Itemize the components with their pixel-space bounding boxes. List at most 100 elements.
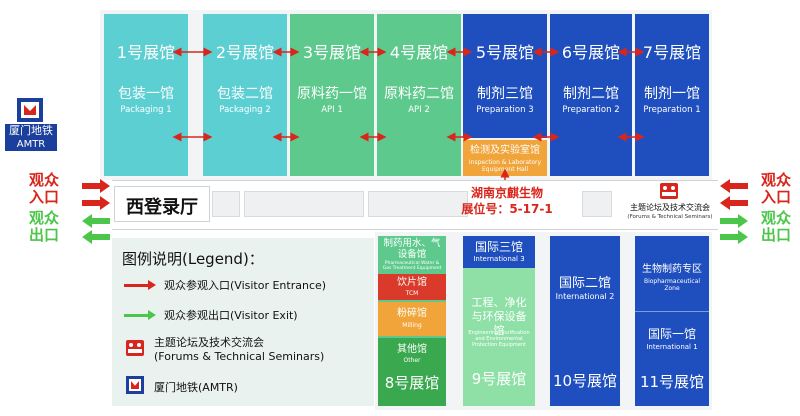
hall-8-water-zone[interactable]: 制药用水、气设备馆 Pharmaceutical Water & Gas Tre… [378,236,446,272]
hall-7-name-en: Preparation 1 [643,105,701,115]
hall-9-intl3-name-en: International 3 [473,255,525,263]
hall-7-name: 制剂一馆 [644,86,700,102]
legend-entrance-arrow [124,284,152,287]
highlight-booth[interactable]: 湖南京麒生物 展位号：5-17-1 [452,186,562,222]
legend-exit-label: 观众参观出口(Visitor Exit) [164,309,298,322]
forum-label-en: (Forums & Technical Seminars) [627,214,713,220]
left-entrance-arrow-1 [82,179,110,193]
hall-4-number: 4号展馆 [389,43,449,62]
hall-5[interactable]: 5号展馆 制剂三馆 Preparation 3 [463,14,547,138]
hall-8-water-name: 制药用水、气设备馆 [383,238,441,260]
hall-11[interactable]: 生物制药专区 Biopharmaceutical Zone 国际一馆 Inter… [635,236,709,406]
hall-8-milling-zone[interactable]: 粉碎馆 Milling [378,302,446,336]
hall-3-number: 3号展馆 [302,43,362,62]
hall-8-tcm-name-en: TCM [405,290,419,297]
hall-11-bio-name-en: Biopharmaceutical Zone [643,278,701,292]
right-entrance-line2: 入口 [760,188,791,206]
hall-10[interactable]: 国际二馆 International 2 10号展馆 [550,236,620,406]
hall-11-bio-zone[interactable]: 生物制药专区 Biopharmaceutical Zone [635,236,709,312]
metro-logo: 厦门地铁 AMTR [5,98,57,154]
hall-8-other-name: 其他馆 [397,344,427,355]
forum-label: 主题论坛及技术交流会 [630,203,710,212]
hall-11-number: 11号展馆 [639,373,705,391]
hall-4[interactable]: 4号展馆 原料药二馆 API 2 [377,14,461,176]
legend-exit-arrow [124,314,152,317]
metro-logo-en: AMTR [5,138,57,151]
hall-11-intl1-name-en: International 1 [646,343,698,351]
hall-9-env-name-en: Engineering, Purification and Environmen… [468,330,530,348]
left-exit-line1: 观众 [28,209,59,227]
registration-corridor [112,180,718,230]
legend-forum-label-en: (Forums & Technical Seminars) [154,350,325,363]
hall-9-env-zone[interactable]: 工程、净化与环保设备馆 Engineering, Purification an… [463,270,535,406]
right-exit-arrow-1 [720,214,748,228]
highlight-booth-number: 展位号：5-17-1 [461,202,553,216]
hall-8[interactable]: 制药用水、气设备馆 Pharmaceutical Water & Gas Tre… [378,236,446,406]
hall-4-name-en: API 2 [408,105,430,115]
hall-8-milling-name: 粉碎馆 [397,308,427,319]
forum-icon [660,183,678,199]
hall-3-name-en: API 1 [321,105,343,115]
hall-4-name: 原料药二馆 [384,86,454,102]
hall-6-number: 6号展馆 [561,43,621,62]
hall-6[interactable]: 6号展馆 制剂二馆 Preparation 2 [550,14,632,176]
hall-8-water-name-en: Pharmaceutical Water & Gas Treatment Equ… [382,261,442,271]
legend-metro-icon [126,376,144,394]
left-exit-arrow-2 [82,230,110,244]
legend: 图例说明(Legend)： 观众参观入口(Visitor Entrance) 观… [112,238,374,406]
hall-9-intl3-zone[interactable]: 国际三馆 International 3 [463,236,535,268]
hall-1-name-en: Packaging 1 [120,105,172,115]
hall-5-number: 5号展馆 [475,43,535,62]
hall-7-number: 7号展馆 [642,43,702,62]
highlight-booth-company: 湖南京麒生物 [470,186,543,200]
left-entrance-arrow-2 [82,196,110,210]
hall-8-tcm-zone[interactable]: 饮片馆 TCM [378,274,446,300]
left-entrance-label: 观众 入口 [20,172,68,206]
hall-7[interactable]: 7号展馆 制剂一馆 Preparation 1 [635,14,709,176]
right-entrance-arrow-1 [720,179,748,193]
left-exit-line2: 出口 [28,226,59,244]
registration-hall-label: 西登录厅 [126,197,198,218]
hall-5-name-en: Preparation 3 [476,105,534,115]
hall-5-name: 制剂三馆 [477,86,533,102]
hall-10-number: 10号展馆 [552,372,618,390]
hall-9-env-name: 工程、净化与环保设备馆 [471,296,527,337]
hall-1-name: 包装一馆 [118,86,174,102]
hall-9-intl3-name: 国际三馆 [474,240,523,254]
hall-1[interactable]: 1号展馆 包装一馆 Packaging 1 [104,14,188,176]
metro-logo-mark [17,98,43,122]
legend-forum-icon [126,340,144,356]
hall-2-number: 2号展馆 [215,43,275,62]
hall-10-name: 国际二馆 [558,276,611,291]
legend-forum-label: 主题论坛及技术交流会 [154,336,264,349]
hall-2-name: 包装二馆 [217,86,273,102]
hall-8-tcm-name: 饮片馆 [397,277,427,288]
right-exit-line2: 出口 [760,226,791,244]
hall-9[interactable]: 国际三馆 International 3 工程、净化与环保设备馆 Enginee… [463,236,535,406]
forum-area[interactable]: 主题论坛及技术交流会 (Forums & Technical Seminars) [622,183,718,227]
right-exit-label: 观众 出口 [756,210,796,244]
hall-11-intl1-zone[interactable]: 国际一馆 International 1 11号展馆 [635,313,709,406]
left-exit-label: 观众 出口 [20,210,68,244]
left-exit-arrow-1 [82,214,110,228]
registration-hall[interactable]: 西登录厅 [114,186,210,222]
hall-8-other-name-en: Other [403,357,421,364]
right-entrance-arrow-2 [720,196,748,210]
legend-metro-label: 厦门地铁(AMTR) [154,381,238,394]
hall-8-other-zone[interactable]: 其他馆 Other 8号展馆 [378,338,446,406]
hall-9-number: 9号展馆 [471,370,527,388]
hall-1-number: 1号展馆 [116,43,176,62]
hall-8-milling-name-en: Milling [402,322,422,329]
testing-hall-name: 检测及实验室馆 [470,145,540,156]
right-exit-arrow-2 [720,230,748,244]
right-entrance-label: 观众 入口 [756,172,796,206]
hall-10-name-en: International 2 [555,292,615,301]
right-entrance-line1: 观众 [760,171,791,189]
hall-2-name-en: Packaging 2 [219,105,271,115]
left-entrance-line2: 入口 [28,188,59,206]
hall-3[interactable]: 3号展馆 原料药一馆 API 1 [290,14,374,176]
hall-2[interactable]: 2号展馆 包装二馆 Packaging 2 [203,14,287,176]
hall-3-name: 原料药一馆 [297,86,367,102]
hall-6-name-en: Preparation 2 [562,105,620,115]
